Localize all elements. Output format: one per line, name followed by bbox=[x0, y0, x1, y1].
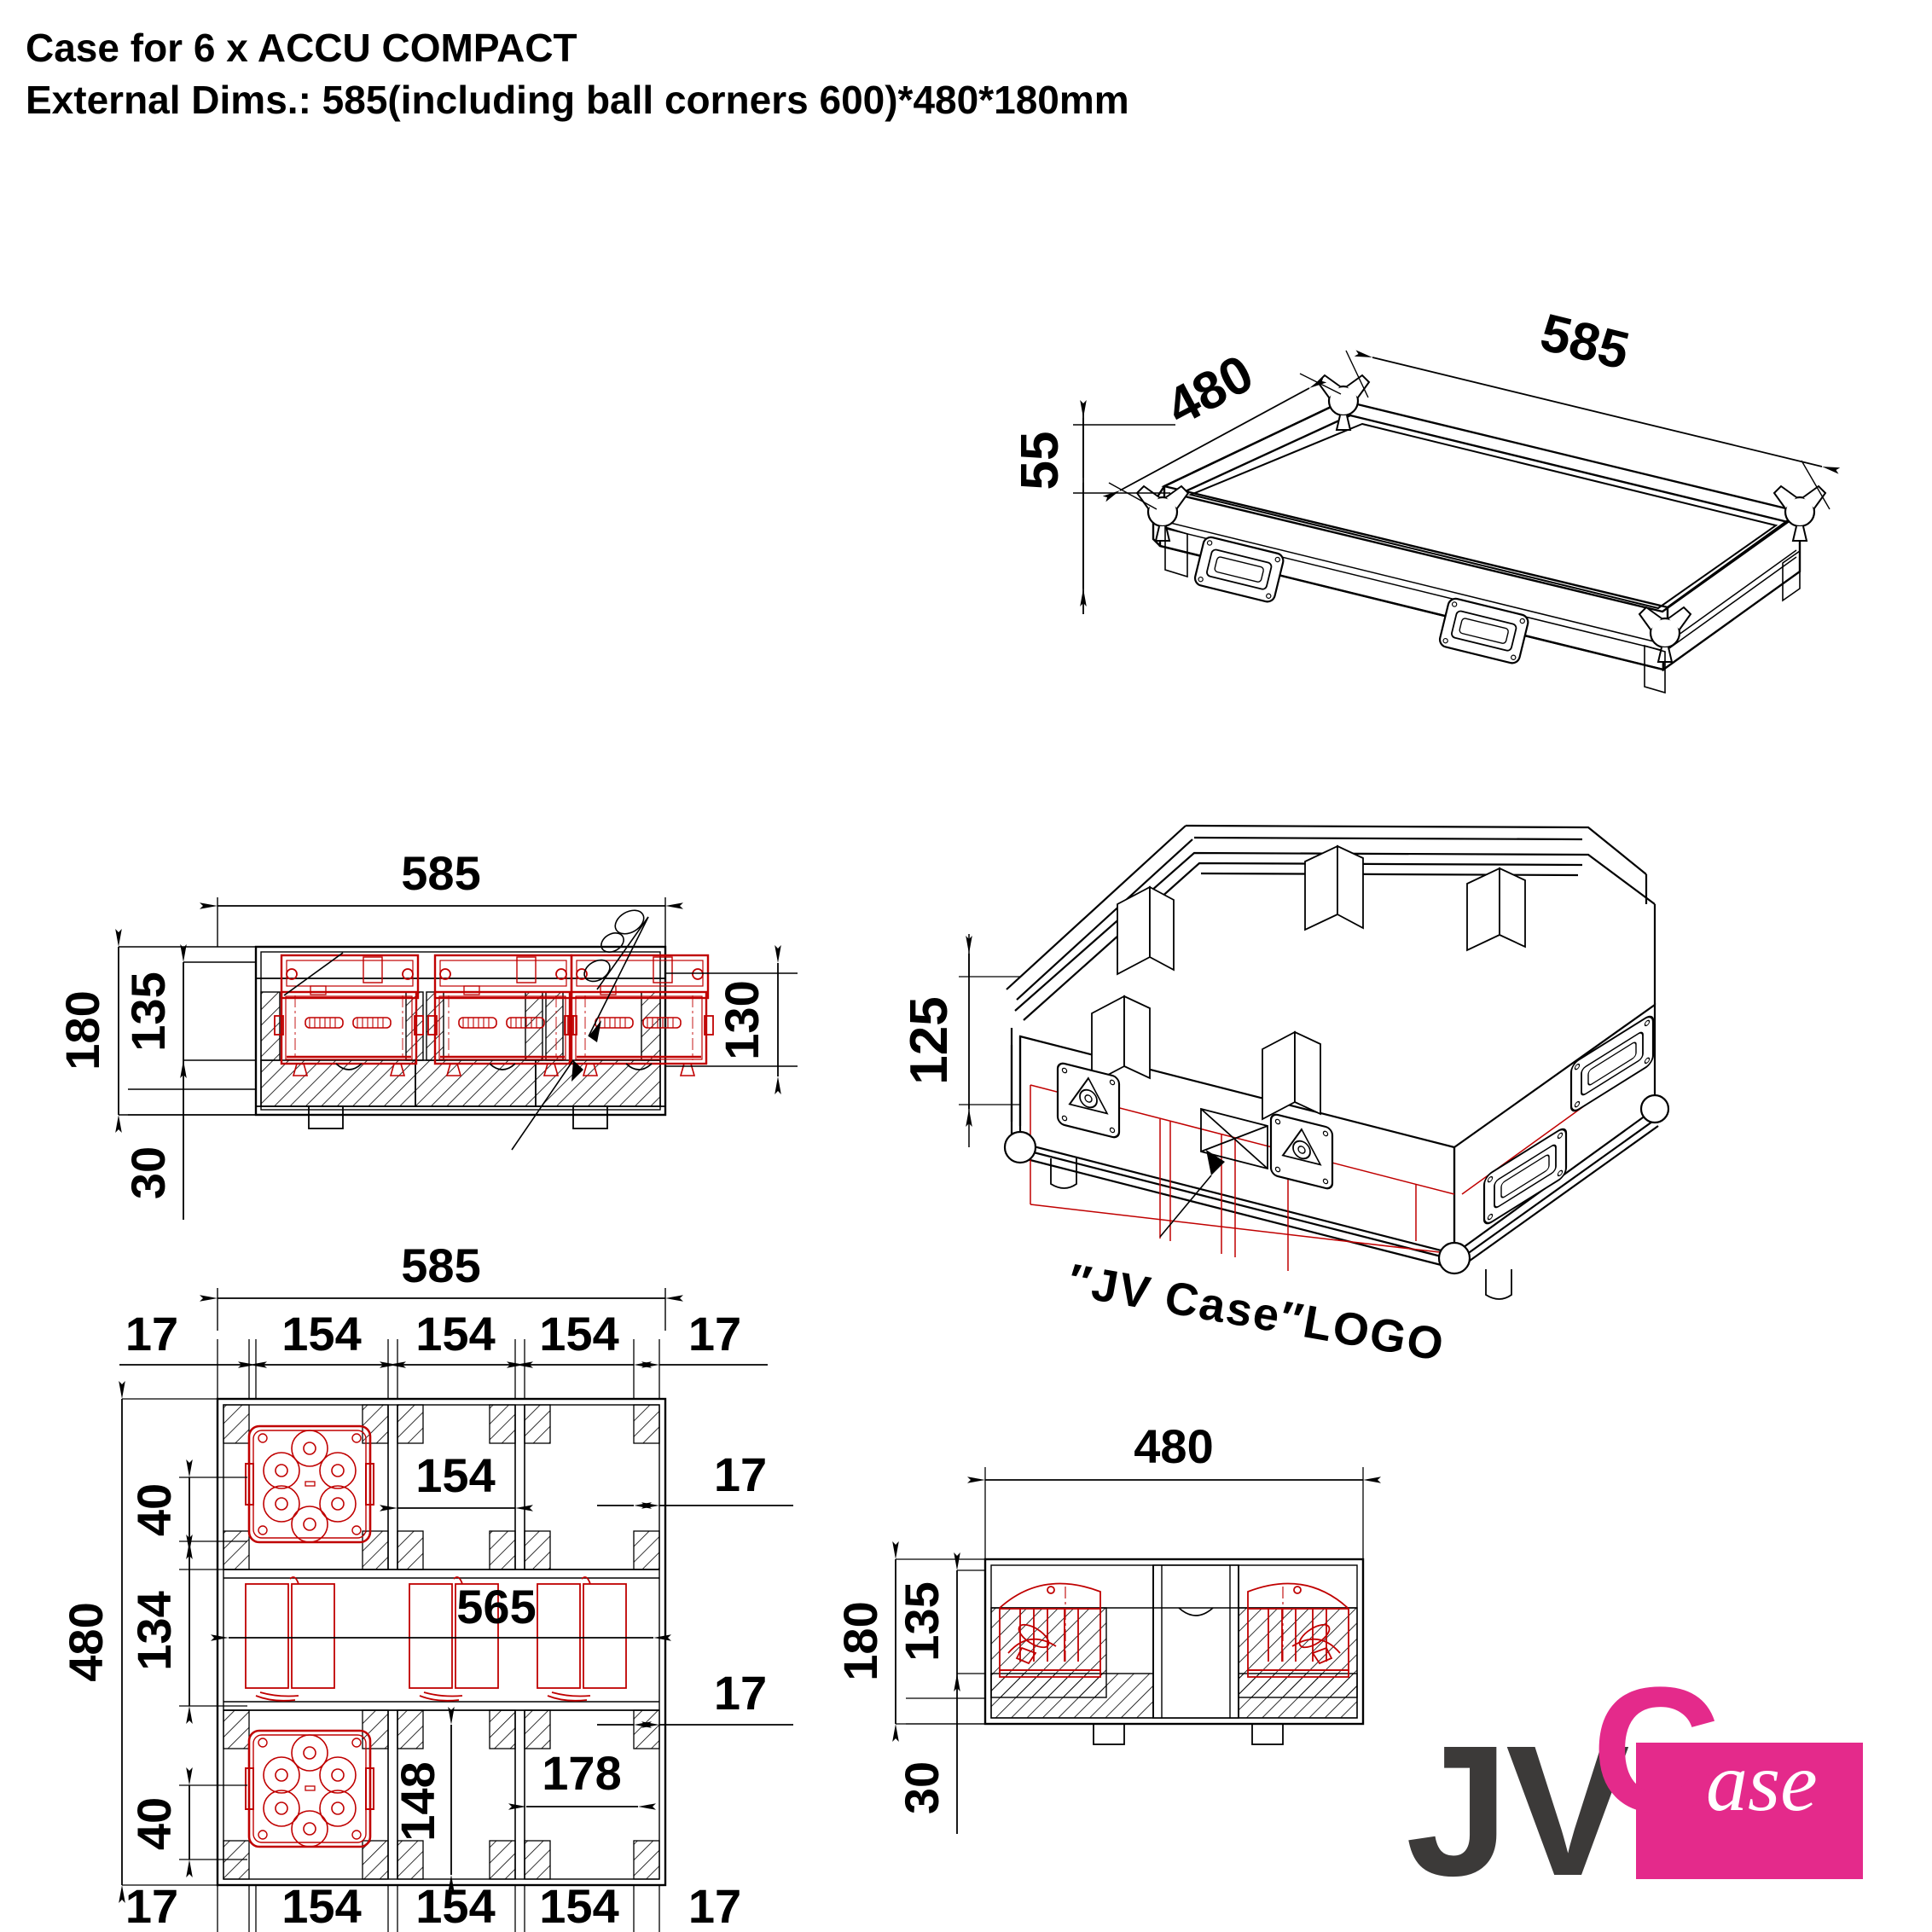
dimension-180-side: 180 bbox=[833, 1541, 985, 1742]
dimension-label: 17 bbox=[125, 1307, 178, 1361]
jv-case-logo: JV C ase bbox=[1406, 1661, 1883, 1923]
title-line-1: Case for 6 x ACCU COMPACT bbox=[26, 26, 577, 70]
dimension-30-side: 30 bbox=[895, 1674, 985, 1834]
dimension-chain-bottom-plan: 17 154 154 154 17 bbox=[125, 1879, 741, 1932]
dimension-label: 180 bbox=[833, 1601, 887, 1680]
dimension-17-right-lower-plan: 17 bbox=[597, 1666, 793, 1728]
logo-c-letter: C bbox=[1592, 1650, 1721, 1850]
dimension-label: 17 bbox=[688, 1307, 741, 1361]
dimension-135-front: 135 bbox=[121, 944, 256, 1078]
logo-square-shape bbox=[1636, 1743, 1863, 1879]
dimension-label: 154 bbox=[539, 1307, 618, 1361]
dimension-134-plan: 134 bbox=[127, 1535, 247, 1724]
dimension-label: 40 bbox=[127, 1483, 181, 1536]
dimension-label: 585 bbox=[401, 846, 480, 900]
dimension-label: 178 bbox=[542, 1746, 621, 1800]
dimension-label: 154 bbox=[415, 1448, 495, 1502]
dimension-17-right-upper-plan: 17 bbox=[597, 1448, 793, 1509]
dimension-label: 480 bbox=[1157, 344, 1263, 437]
dimension-label: 154 bbox=[415, 1307, 495, 1361]
butterfly-latch-icon bbox=[1269, 1111, 1334, 1192]
dimension-label: 154 bbox=[415, 1879, 495, 1932]
logo-placement-marker bbox=[1200, 1107, 1268, 1170]
dimension-label: 55 bbox=[1011, 432, 1070, 490]
dimension-30-front: 30 bbox=[121, 1060, 256, 1220]
dimension-40-lower-plan: 40 bbox=[127, 1767, 247, 1877]
logo-jv-text: JV bbox=[1406, 1708, 1630, 1915]
dimension-154-inner-plan: 154 bbox=[380, 1448, 533, 1511]
dimension-480-plan: 480 bbox=[59, 1381, 218, 1903]
view-front-section: 585 180 135 130 bbox=[55, 846, 798, 1220]
dimension-565-plan: 565 bbox=[211, 1580, 671, 1641]
logo-ase-text: ase bbox=[1706, 1737, 1818, 1829]
title-line-2: External Dims.: 585(including ball corne… bbox=[26, 77, 1129, 122]
fixture-mid-band bbox=[245, 1576, 627, 1702]
dimension-label: 17 bbox=[714, 1448, 767, 1501]
dimension-label: 154 bbox=[281, 1879, 361, 1932]
logo-callout-label: ″JV Case″LOGO bbox=[1065, 1255, 1449, 1372]
fixture-front-outline bbox=[563, 990, 715, 1077]
dimension-label: 565 bbox=[456, 1580, 536, 1633]
dimension-label: 40 bbox=[127, 1797, 181, 1850]
view-plan-section: 585 17 bbox=[59, 1239, 793, 1932]
recessed-handle-icon bbox=[1569, 1012, 1655, 1116]
dimension-label: 17 bbox=[125, 1879, 178, 1932]
dimension-label: 480 bbox=[1134, 1419, 1213, 1473]
caster-foot-icon bbox=[1050, 1158, 1512, 1300]
fixture-plan-outline bbox=[244, 1424, 375, 1544]
dimension-585-front: 585 bbox=[200, 846, 683, 947]
dimension-label: 585 bbox=[401, 1239, 480, 1292]
fixture-side-outline bbox=[999, 1582, 1101, 1678]
view-side-section: 480 180 135 30 bbox=[833, 1419, 1381, 1834]
dimension-178-plan: 178 bbox=[508, 1746, 656, 1810]
dimension-label: 480 bbox=[59, 1602, 113, 1681]
dimension-label: 17 bbox=[714, 1666, 767, 1720]
dimension-label: 134 bbox=[127, 1591, 181, 1670]
dimension-label: 585 bbox=[1535, 303, 1634, 381]
view-iso-open-lid: 585 480 55 bbox=[1011, 303, 1841, 694]
fixture-side-outline bbox=[1247, 1582, 1349, 1678]
dimension-label: 148 bbox=[391, 1761, 444, 1841]
dimension-40-upper-plan: 40 bbox=[127, 1459, 247, 1559]
fixture-front-outline bbox=[273, 990, 425, 1077]
dimension-480-side: 480 bbox=[967, 1419, 1381, 1559]
dimension-label: 135 bbox=[121, 972, 175, 1051]
ball-corner-icon bbox=[1003, 1094, 1670, 1275]
dimension-label: 154 bbox=[539, 1879, 618, 1932]
dimension-label: 180 bbox=[55, 990, 109, 1070]
view-iso-base-dividers: 125 ″JV Case″LOGO bbox=[900, 824, 1670, 1372]
dimension-130-front: 130 bbox=[665, 945, 798, 1094]
dimension-585-plan: 585 bbox=[200, 1239, 683, 1331]
dimension-label: 125 bbox=[900, 996, 959, 1084]
fixture-plan-outline bbox=[244, 1729, 375, 1848]
dimension-label: 30 bbox=[895, 1761, 949, 1814]
dimension-label: 30 bbox=[121, 1146, 175, 1199]
dimension-55-iso: 55 bbox=[1011, 400, 1175, 614]
dimension-label: 17 bbox=[688, 1879, 741, 1932]
dimension-480-iso: 480 bbox=[1102, 344, 1342, 510]
dimension-label: 154 bbox=[281, 1307, 361, 1361]
dimension-chain-top-plan: 17 154 154 154 17 bbox=[119, 1307, 768, 1399]
recessed-handle-icon bbox=[1192, 534, 1286, 605]
dimension-585-iso: 585 bbox=[1345, 303, 1841, 510]
title-block: Case for 6 x ACCU COMPACT External Dims.… bbox=[26, 22, 1129, 125]
dimension-label: 135 bbox=[895, 1581, 949, 1661]
dimension-135-side: 135 bbox=[895, 1552, 985, 1691]
dimension-label: 130 bbox=[715, 980, 769, 1059]
dimension-148-plan: 148 bbox=[391, 1707, 455, 1893]
dimension-125-iso-base: 125 bbox=[900, 934, 1020, 1147]
